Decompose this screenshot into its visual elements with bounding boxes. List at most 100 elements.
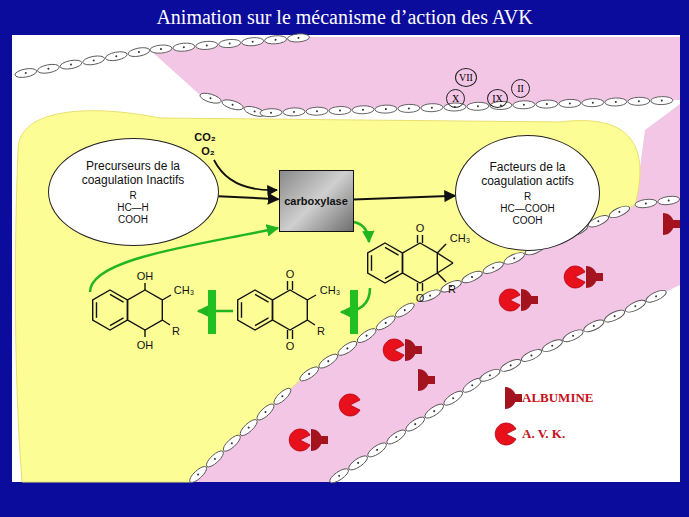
cell-nucleus xyxy=(471,276,474,279)
cell-nucleus xyxy=(489,374,492,377)
wall-cell xyxy=(221,98,244,112)
cell-nucleus xyxy=(572,334,575,337)
wall-cell xyxy=(272,386,294,407)
cell-outline xyxy=(221,433,243,454)
wall-cell xyxy=(603,308,626,325)
cell-nucleus xyxy=(655,295,658,298)
cell-outline xyxy=(444,103,466,112)
wall-cell xyxy=(444,103,466,112)
wall-cell xyxy=(336,339,359,358)
inhibition-bar xyxy=(350,290,358,334)
cell-nucleus xyxy=(253,110,255,112)
cell-nucleus xyxy=(546,103,548,105)
wall-cell xyxy=(355,326,378,345)
cell-nucleus xyxy=(645,202,647,204)
cell-outline xyxy=(150,44,173,54)
cell-outline xyxy=(559,99,581,108)
cell-nucleus xyxy=(365,334,368,337)
wall-cell xyxy=(14,67,37,79)
atom-label: R xyxy=(172,325,180,337)
cell-nucleus xyxy=(429,294,432,297)
cell-nucleus xyxy=(25,72,27,74)
node-text: Precurseurs de la coagulation Inactifs xyxy=(70,159,196,187)
formula-text: HC—H xyxy=(117,202,149,214)
cell-outline xyxy=(218,39,241,49)
cell-nucleus xyxy=(592,102,594,104)
cell-nucleus xyxy=(229,42,231,44)
wall-cell xyxy=(624,298,647,315)
cell-outline xyxy=(306,107,328,116)
atom-label: CH₃ xyxy=(450,232,470,244)
cell-nucleus xyxy=(264,411,267,414)
ring xyxy=(273,290,308,330)
wall-cell xyxy=(582,318,605,335)
bond xyxy=(144,330,145,337)
double-bond xyxy=(255,318,269,326)
node-text: Facteurs de la coagulation actifs xyxy=(474,160,581,188)
node-text: carboxylase xyxy=(284,195,348,207)
gas-label: O₂ xyxy=(201,145,214,157)
atom-label: O xyxy=(286,340,295,352)
wall-cell xyxy=(559,99,581,108)
cell-nucleus xyxy=(206,44,208,46)
wall-cell xyxy=(657,195,680,206)
wall-cell xyxy=(105,50,128,62)
wall-cell xyxy=(393,301,416,320)
wall-cell xyxy=(536,100,558,109)
node-text: IX xyxy=(492,93,503,105)
cell-nucleus xyxy=(270,112,272,114)
cell-outline xyxy=(14,67,37,79)
cell-outline xyxy=(317,352,340,371)
cell-outline xyxy=(355,326,378,345)
node-content: Facteurs de la coagulation actifsRHC—COO… xyxy=(474,160,581,227)
cell-outline xyxy=(59,59,82,71)
cell-outline xyxy=(287,33,310,43)
formula-text: HC—COOH xyxy=(500,203,554,215)
wall-cell xyxy=(375,105,397,114)
wall-cell xyxy=(478,367,501,384)
wall-cell xyxy=(264,35,287,45)
formula-text: COOH xyxy=(118,214,148,226)
atom-label: R xyxy=(448,283,456,295)
cell-outline xyxy=(482,260,505,276)
cell-nucleus xyxy=(376,449,379,452)
wall-cell xyxy=(561,327,584,344)
bond xyxy=(422,235,423,243)
factor-pool-circle: Facteurs de la coagulation actifsRHC—COO… xyxy=(455,135,600,251)
gas-label: CO₂ xyxy=(194,131,215,143)
enzyme-box: carboxylase xyxy=(279,170,354,232)
cell-outline xyxy=(536,100,558,109)
cell-nucleus xyxy=(281,395,284,398)
factor-circle: II xyxy=(511,79,530,98)
cell-outline xyxy=(608,204,631,220)
cell-outline xyxy=(541,337,564,354)
cell-outline xyxy=(221,98,244,112)
wall-cell xyxy=(439,278,462,294)
wall-cell xyxy=(385,428,408,447)
cell-nucleus xyxy=(385,108,387,110)
cell-outline xyxy=(375,105,397,114)
bond xyxy=(162,295,171,300)
cell-outline xyxy=(374,313,397,332)
double-bond xyxy=(371,255,372,271)
bond xyxy=(307,295,316,300)
wall-cell xyxy=(644,288,667,305)
cell-outline xyxy=(478,367,501,384)
cell-nucleus xyxy=(346,347,349,350)
cell-outline xyxy=(127,46,150,58)
wall-cell xyxy=(82,54,105,66)
wall-cell xyxy=(173,42,196,52)
cell-outline xyxy=(260,108,282,117)
wall-cell xyxy=(329,106,351,115)
node-content: VII xyxy=(459,72,473,84)
cell-nucleus xyxy=(138,51,140,53)
cell-nucleus xyxy=(115,55,117,57)
cell-nucleus xyxy=(275,39,277,41)
cell-outline xyxy=(503,250,526,266)
atom-label: CH₃ xyxy=(174,284,194,296)
cell-nucleus xyxy=(403,309,406,312)
wall-cell xyxy=(127,46,150,58)
flow-arrow xyxy=(354,196,456,200)
